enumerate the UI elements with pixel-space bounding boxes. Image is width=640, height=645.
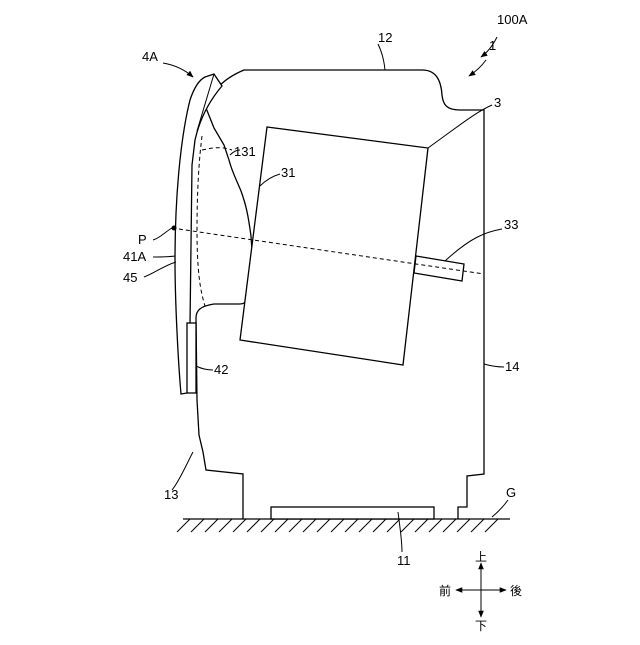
label-back-wall: 14 xyxy=(505,359,519,374)
hatch-stroke xyxy=(331,519,344,532)
compass-back-label: 後 xyxy=(510,584,522,598)
label-drum: 3 xyxy=(494,95,501,110)
sensor xyxy=(414,256,464,281)
label-door-window: 41A xyxy=(123,249,146,264)
hatch-stroke xyxy=(485,519,498,532)
leader-p xyxy=(153,228,172,240)
label-ground: G xyxy=(506,485,516,500)
hatch-stroke xyxy=(289,519,302,532)
leader-41a xyxy=(153,256,175,257)
hatch-stroke xyxy=(275,519,288,532)
leader-13 xyxy=(172,452,193,490)
hatch-stroke xyxy=(261,519,274,532)
point-p-dot xyxy=(172,226,177,231)
label-base: 11 xyxy=(397,553,411,568)
hatch-stroke xyxy=(429,519,442,532)
hatch-stroke xyxy=(233,519,246,532)
leader-4a xyxy=(163,63,193,77)
direction-compass: 上 下 前 後 xyxy=(439,550,522,633)
leader-42 xyxy=(196,366,213,370)
leader-33 xyxy=(445,229,502,261)
label-unit-ref: 1 xyxy=(489,38,496,53)
label-door-edge: 45 xyxy=(123,270,137,285)
hatch-stroke xyxy=(219,519,232,532)
hatch-stroke xyxy=(177,519,190,532)
hatch-stroke xyxy=(387,519,400,532)
ground xyxy=(177,519,510,532)
hatch-stroke xyxy=(359,519,372,532)
base-plate xyxy=(271,507,434,519)
hatch-stroke xyxy=(415,519,428,532)
leader-14 xyxy=(484,364,504,367)
hatch-stroke xyxy=(457,519,470,532)
leader-12 xyxy=(378,44,385,70)
hatch-stroke xyxy=(443,519,456,532)
leader-1 xyxy=(469,60,486,76)
label-rim-131: 131 xyxy=(234,144,256,159)
hatch-stroke xyxy=(247,519,260,532)
leader-g xyxy=(492,500,508,517)
label-drum-part: 31 xyxy=(281,165,295,180)
door-inner-contour xyxy=(197,136,205,306)
label-front-lower: 13 xyxy=(164,487,178,502)
leader-45 xyxy=(144,262,176,277)
compass-front-label: 前 xyxy=(439,583,451,598)
leader-3 xyxy=(428,105,492,148)
rim-131-line xyxy=(202,148,232,150)
hinge-block xyxy=(187,323,196,393)
hatch-stroke xyxy=(345,519,358,532)
label-top-panel: 12 xyxy=(378,30,392,45)
hatch-stroke xyxy=(373,519,386,532)
compass-down-label: 下 xyxy=(475,619,487,633)
hatch-stroke xyxy=(471,519,484,532)
hatch-stroke xyxy=(303,519,316,532)
label-point: P xyxy=(138,232,147,247)
label-fig-ref: 100A xyxy=(497,12,528,27)
hatch-stroke xyxy=(191,519,204,532)
label-hinge: 42 xyxy=(214,362,228,377)
hatch-stroke xyxy=(205,519,218,532)
label-sensor: 33 xyxy=(504,217,518,232)
hatch-stroke xyxy=(317,519,330,532)
compass-up-label: 上 xyxy=(475,550,487,564)
hatch-stroke xyxy=(401,519,414,532)
drum xyxy=(240,127,428,365)
ground-hatching xyxy=(177,519,498,532)
label-door: 4A xyxy=(142,49,158,64)
